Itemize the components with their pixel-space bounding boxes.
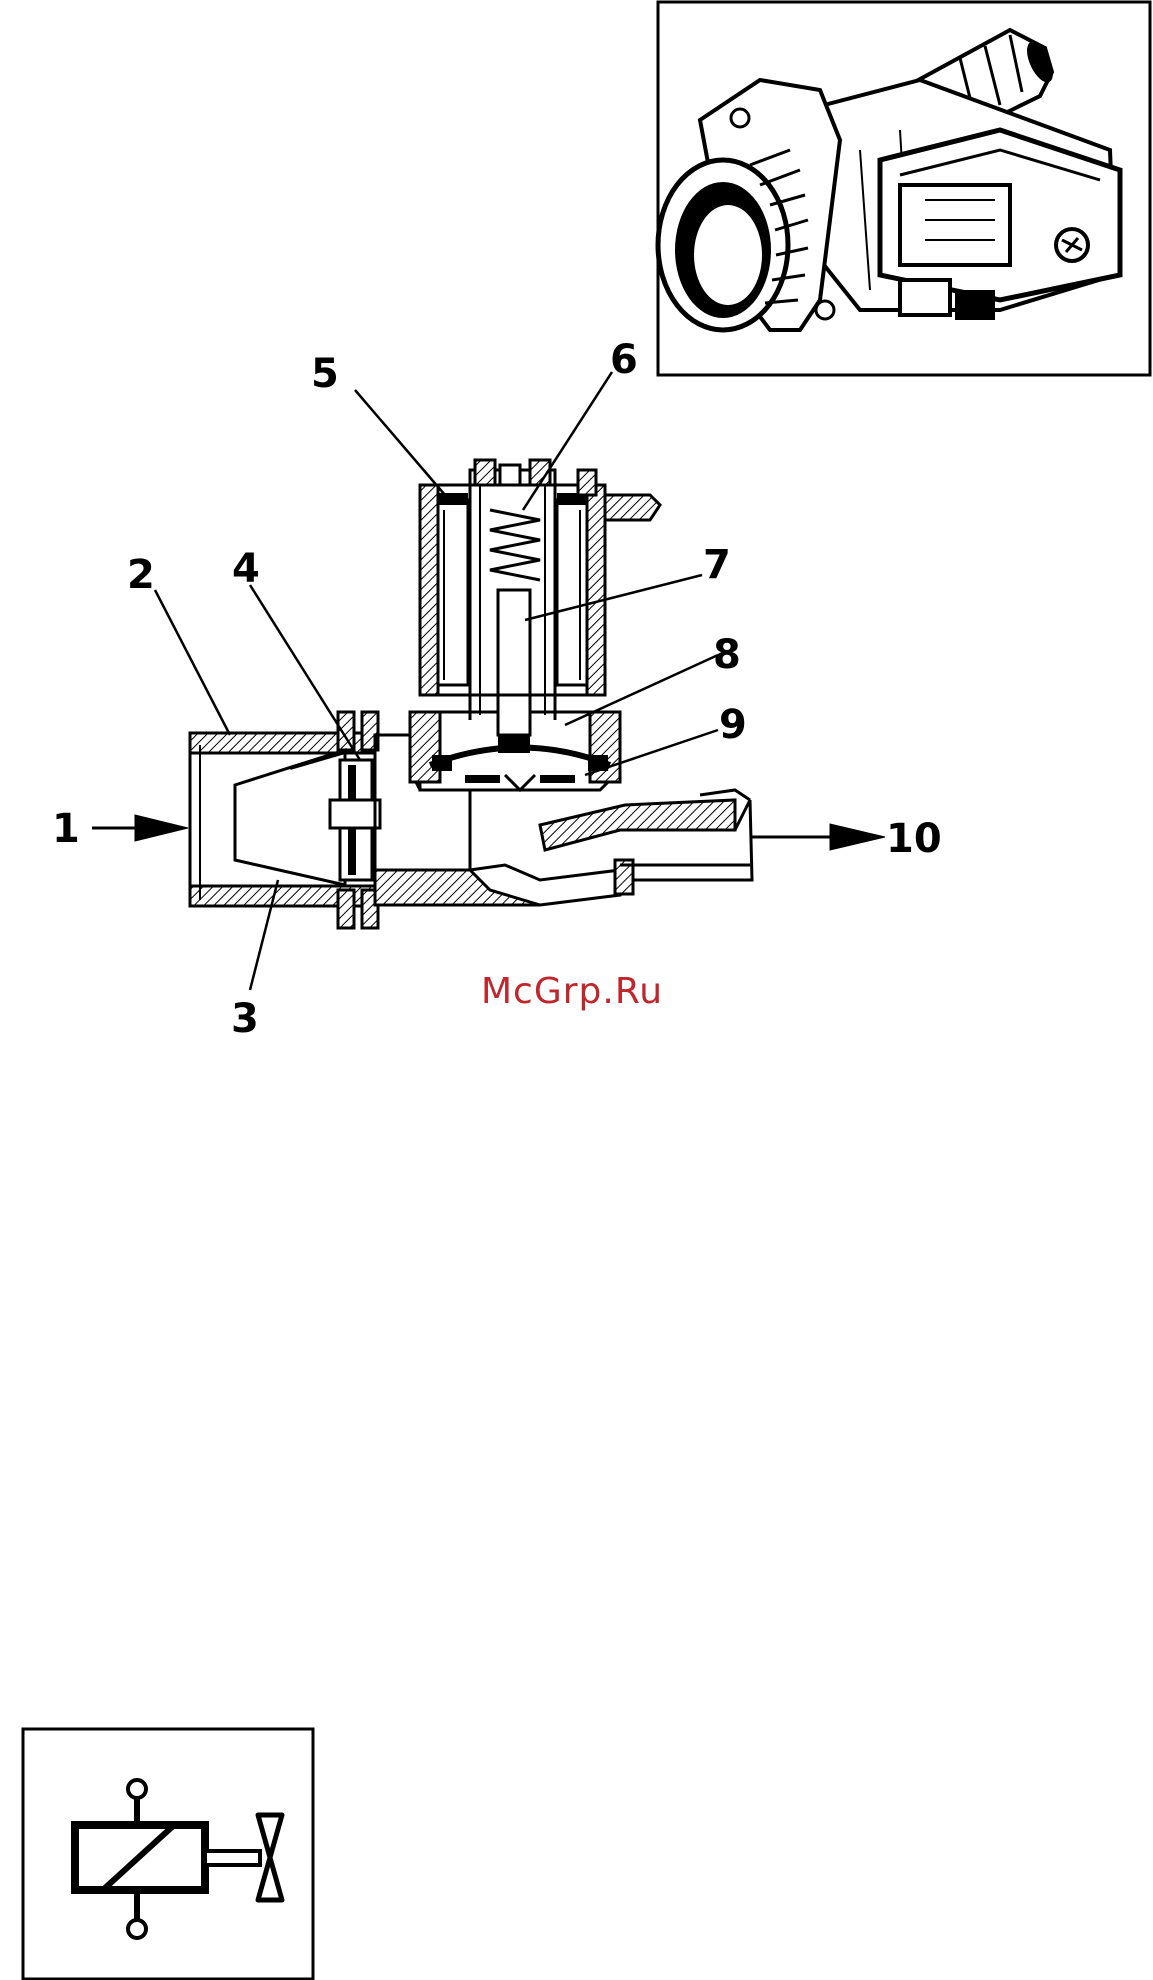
callout-3: 3	[231, 996, 259, 1042]
solenoid-valve-photo-icon	[658, 2, 1150, 375]
callout-8: 8	[713, 632, 741, 678]
callout-6: 6	[610, 337, 638, 383]
callout-2: 2	[127, 552, 155, 598]
callout-7: 7	[703, 542, 731, 588]
callout-1: 1	[52, 806, 80, 852]
callout-4: 4	[232, 546, 260, 592]
callout-9: 9	[719, 702, 747, 748]
callout-5: 5	[311, 351, 339, 397]
solenoid-valve-cutaway-icon	[190, 460, 752, 928]
flow-arrows	[92, 815, 885, 850]
callout-10: 10	[886, 816, 942, 862]
solenoid-valve-symbol-icon	[23, 1729, 313, 1979]
watermark: McGrp.Ru	[481, 971, 663, 1012]
